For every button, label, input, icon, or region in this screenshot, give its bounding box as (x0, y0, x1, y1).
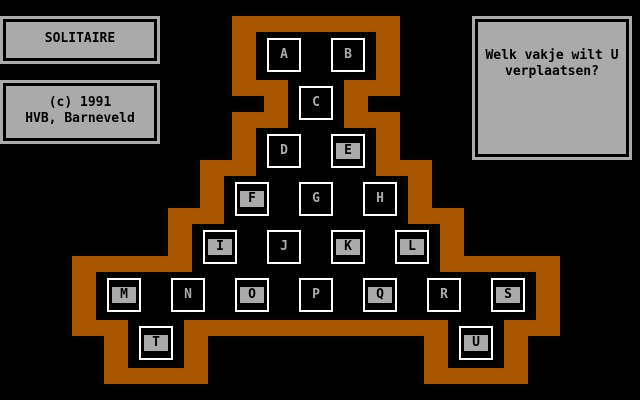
cell-o[interactable]: O (235, 278, 269, 312)
cell-a[interactable]: A (267, 38, 301, 72)
cell-label: R (440, 287, 448, 302)
cell-label: E (344, 143, 352, 158)
cell-label: M (120, 287, 128, 302)
title-panel: SOLITAIRE (0, 16, 160, 64)
cell-label: D (280, 143, 288, 158)
credits-author: HVB, Barneveld (25, 111, 135, 126)
peg (368, 287, 392, 303)
cell-s[interactable]: S (491, 278, 525, 312)
cell-q[interactable]: Q (363, 278, 397, 312)
cell-c[interactable]: C (299, 86, 333, 120)
cell-label: P (312, 287, 320, 302)
cell-label: C (312, 95, 320, 110)
panel-frame (476, 20, 628, 156)
cell-l[interactable]: L (395, 230, 429, 264)
peg (464, 335, 488, 351)
cell-label: S (504, 287, 512, 302)
cell-m[interactable]: M (107, 278, 141, 312)
cell-e[interactable]: E (331, 134, 365, 168)
peg (240, 191, 264, 207)
peg (496, 287, 520, 303)
cell-n[interactable]: N (171, 278, 205, 312)
credits-panel: (c) 1991 HVB, Barneveld (0, 80, 160, 144)
cell-label: U (472, 335, 480, 350)
panel-frame (4, 20, 156, 60)
panel-frame (4, 84, 156, 140)
cell-label: H (376, 191, 384, 206)
cell-label: O (248, 287, 256, 302)
cell-t[interactable]: T (139, 326, 173, 360)
cell-label: B (344, 47, 352, 62)
cell-label: T (152, 335, 160, 350)
peg (400, 239, 424, 255)
cell-i[interactable]: I (203, 230, 237, 264)
peg (144, 335, 168, 351)
cell-label: K (344, 239, 352, 254)
credits-year: (c) 1991 (48, 95, 112, 110)
cell-d[interactable]: D (267, 134, 301, 168)
cell-r[interactable]: R (427, 278, 461, 312)
cell-k[interactable]: K (331, 230, 365, 264)
peg (336, 143, 360, 159)
panel-frame (3, 19, 157, 61)
prompt-panel: Welk vakje wilt U verplaatsen? (472, 16, 632, 160)
panel-frame (475, 19, 629, 157)
cell-label: G (312, 191, 320, 206)
cell-label: N (184, 287, 192, 302)
cell-j[interactable]: J (267, 230, 301, 264)
prompt-line-2: verplaatsen? (505, 64, 599, 79)
cell-label: I (216, 239, 224, 254)
peg (240, 287, 264, 303)
cell-label: F (248, 191, 256, 206)
cell-label: J (280, 239, 288, 254)
cell-f[interactable]: F (235, 182, 269, 216)
cell-label: A (280, 47, 288, 62)
cell-b[interactable]: B (331, 38, 365, 72)
cell-h[interactable]: H (363, 182, 397, 216)
panel-frame (3, 83, 157, 141)
cell-label: Q (376, 287, 384, 302)
prompt-line-1: Welk vakje wilt U (485, 48, 619, 63)
game-title: SOLITAIRE (44, 31, 116, 46)
cell-label: L (408, 239, 416, 254)
cell-u[interactable]: U (459, 326, 493, 360)
cell-p[interactable]: P (299, 278, 333, 312)
cell-g[interactable]: G (299, 182, 333, 216)
peg (208, 239, 232, 255)
peg (112, 287, 136, 303)
peg (336, 239, 360, 255)
